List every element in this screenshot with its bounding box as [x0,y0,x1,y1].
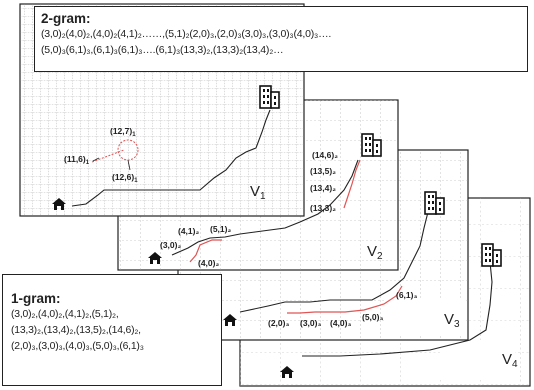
one-gram-line-1: (3,0)₂,(4,0)₂,(4,1)₂,(5,1)₂, [11,309,119,320]
point-label-3-0-v3: (3,0)₃ [300,318,321,328]
two-gram-line-1: (3,0)₂(4,0)₂,(4,0)₂(4,1)₂……,(5,1)₂(2,0)₃… [41,28,332,40]
point-label-4-0-v3: (4,0)₃ [330,318,351,328]
one-gram-box: 1-gram: (3,0)₂,(4,0)₂,(4,1)₂,(5,1)₂, (13… [2,274,222,386]
point-label-11-6: (11,6)1 [64,154,90,166]
two-gram-title: 2-gram: [41,11,91,26]
point-label-3-0: (3,0)₂ [160,240,181,250]
point-label-5-0: (5,0)₃ [362,312,383,322]
view-label-v4: V4 [502,351,518,370]
view-label-v1: V1 [250,183,266,202]
point-label-13-4: (13,4)₂ [310,183,336,193]
point-label-12-6: (12,6)1 [112,172,138,184]
point-label-6-1: (6,1)₃ [396,290,417,300]
point-label-4-1: (4,1)₂ [178,226,199,236]
point-label-12-7: (12,7)1 [110,126,136,138]
two-gram-box: 2-gram: (3,0)₂(4,0)₂,(4,0)₂(4,1)₂……,(5,1… [34,6,528,72]
point-label-13-5: (13,5)₂ [310,166,336,176]
point-label-13-3: (13,3)₂ [310,203,336,213]
point-label-2-0: (2,0)₃ [268,318,289,328]
point-label-4-0: (4,0)₂ [198,258,219,268]
point-label-14-6: (14,6)₂ [312,150,338,160]
one-gram-line-2: (13,3)₂,(13,4)₂,(13,5)₂,(14,6)₂, [11,325,141,336]
one-gram-title: 1-gram: [11,291,61,306]
two-gram-line-2: (5,0)₃(6,1)₃,(6,1)₃(6,1)₃….(6,1)₃(13,3)₂… [41,43,284,56]
one-gram-line-3: (2,0)₃,(3,0)₃,(4,0)₃,(5,0)₃,(6,1)₃ [11,341,144,352]
point-label-5-1: (5,1)₂ [210,224,231,234]
view-label-v3: V3 [444,311,460,330]
view-label-v2: V2 [367,243,383,262]
